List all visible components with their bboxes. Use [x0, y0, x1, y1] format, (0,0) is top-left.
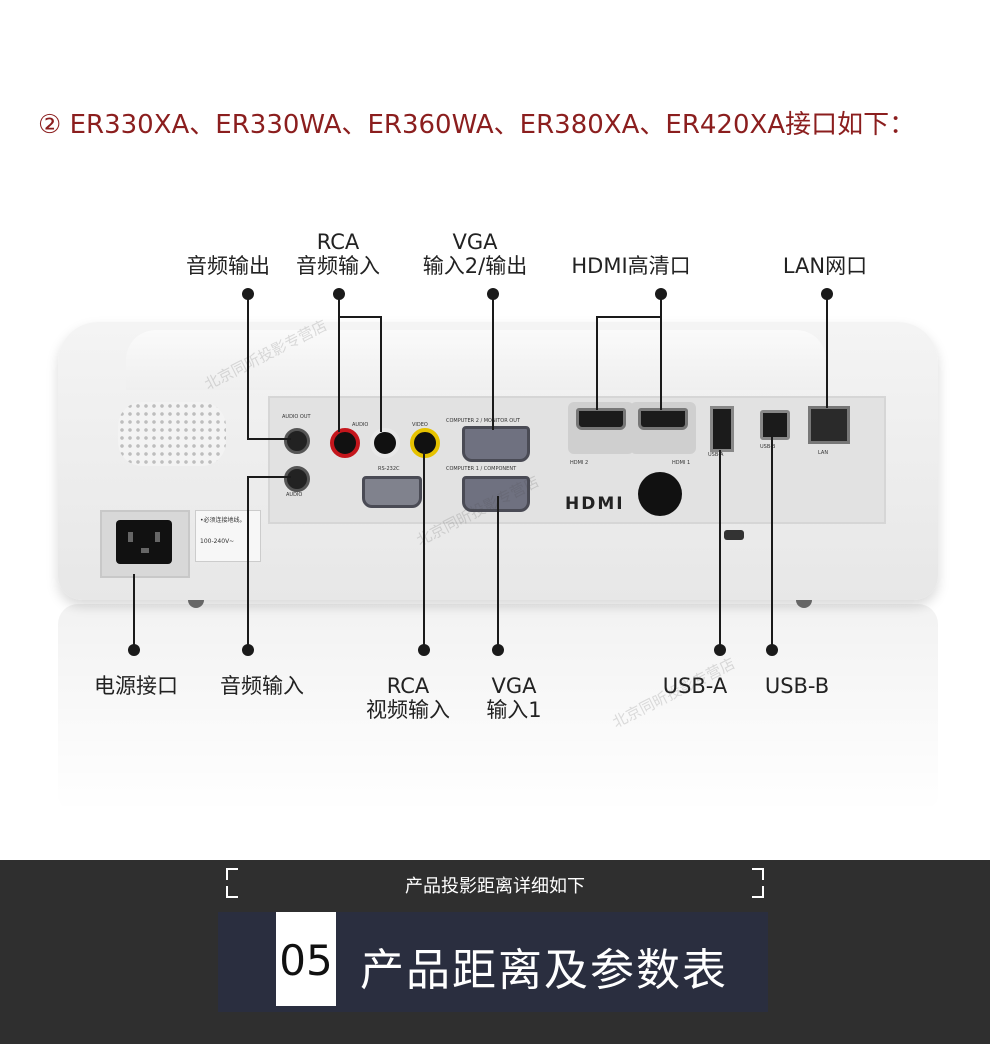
callout-line-usb-b-v [771, 436, 773, 648]
vga-in-port-text: COMPUTER 1 / COMPONENT [446, 466, 517, 472]
callout-line-audio-out-h [247, 438, 291, 440]
label-power-text: 电源接口 [94, 674, 178, 698]
vga-out-port-text: COMPUTER 2 / MONITOR OUT [446, 418, 520, 424]
callout-line-audio-in-h [247, 476, 291, 478]
section-number: 05 [279, 936, 333, 985]
power-pin-right [155, 532, 160, 542]
usb-b-port-text: USB-B [760, 444, 776, 450]
callout-line-audio-in-v [247, 476, 249, 648]
label-audio-in: 音频输入 [212, 674, 312, 698]
label-rca-audio-line2: 音频输入 [296, 254, 380, 278]
hdmi-logo: HDMI [565, 494, 625, 514]
power-sticker: •必须连接地线。 100-240V~ [195, 510, 261, 562]
power-pin-left [128, 532, 133, 542]
projector-foot-right [796, 600, 812, 608]
hdmi2-port[interactable] [576, 408, 626, 430]
rs232-port[interactable] [362, 476, 422, 508]
rca-audio-port-text: AUDIO [352, 422, 369, 428]
label-power: 电源接口 [86, 674, 186, 698]
callout-line-vga-in-v [497, 496, 499, 648]
usb-b-port[interactable] [760, 410, 790, 440]
rca-audio-white-jack[interactable] [370, 428, 400, 458]
vga-in-port[interactable] [462, 476, 530, 512]
audio-in-jack[interactable] [284, 466, 310, 492]
callout-line-power-v [133, 574, 135, 648]
rca-audio-red-jack[interactable] [330, 428, 360, 458]
callout-line-rca-video-v [423, 450, 425, 648]
label-vga-in1: VGA 输入1 [466, 674, 562, 722]
label-rca-video-in: RCA 视频输入 [358, 674, 458, 722]
label-vga-out-line1: VGA [452, 230, 498, 254]
label-audio-out: 音频输出 [178, 254, 278, 278]
label-audio-in-text: 音频输入 [220, 674, 304, 698]
callout-line-hdmi-v2 [596, 316, 598, 410]
lan-port-text: LAN [818, 450, 829, 456]
hdmi1-port[interactable] [638, 408, 688, 430]
label-usb-a: USB-A [650, 674, 740, 698]
hdmi2-port-text: HDMI 2 [570, 460, 589, 466]
callout-line-rca-audio-v2 [380, 316, 382, 432]
audio-out-jack[interactable] [284, 428, 310, 454]
label-rca-audio-in: RCA 音频输入 [288, 230, 388, 278]
callout-line-usb-a-v [719, 450, 721, 648]
callout-line-hdmi-v [660, 294, 662, 410]
rca-video-yellow-jack[interactable] [410, 428, 440, 458]
bracket-top-left [226, 868, 238, 880]
callout-dot-audio-in [242, 644, 254, 656]
power-inlet [116, 520, 172, 564]
power-sticker-line2: 100-240V~ [200, 538, 235, 545]
label-lan: LAN网口 [770, 254, 880, 278]
projector-top-panel [126, 330, 826, 390]
label-vga-out-line2: 输入2/输出 [422, 254, 528, 278]
label-lan-text: LAN网口 [782, 254, 868, 278]
label-usb-b: USB-B [752, 674, 842, 698]
callout-line-lan-v [826, 294, 828, 408]
rs232-port-text: RS-232C [378, 466, 400, 472]
label-usb-a-text: USB-A [662, 674, 728, 698]
label-hdmi-text: HDMI高清口 [571, 254, 691, 278]
banner-subtitle: 产品投影距离详细如下 [405, 876, 585, 897]
label-rca-video-line1: RCA [386, 674, 430, 698]
callout-dot-usb-a [714, 644, 726, 656]
lan-port[interactable] [808, 406, 850, 444]
callout-line-rca-audio-h [338, 316, 382, 318]
callout-dot-power [128, 644, 140, 656]
audio-in-port-text: AUDIO [286, 492, 303, 498]
label-rca-video-line2: 视频输入 [366, 698, 450, 722]
callout-line-rca-audio-v [338, 294, 340, 432]
usb-a-port-text: USB-A [708, 452, 724, 458]
section-heading: ② ER330XA、ER330WA、ER360WA、ER380XA、ER420X… [38, 110, 916, 140]
power-pin-ground [141, 548, 149, 553]
bracket-bottom-right [752, 886, 764, 898]
usb-a-port[interactable] [710, 406, 734, 452]
projector-foot-left [188, 600, 204, 608]
security-slot [724, 530, 744, 540]
callout-line-audio-out-v [247, 294, 249, 440]
bracket-bottom-left [226, 886, 238, 898]
label-hdmi: HDMI高清口 [558, 254, 704, 278]
label-usb-b-text: USB-B [764, 674, 830, 698]
rca-video-port-text: VIDEO [412, 422, 428, 428]
label-vga-in2-out: VGA 输入2/输出 [410, 230, 540, 278]
section-number-box [276, 912, 336, 1006]
speaker-grille [118, 402, 226, 466]
power-sticker-line1: •必须连接地线。 [200, 517, 246, 524]
label-audio-out-text: 音频输出 [186, 254, 270, 278]
ir-sensor [638, 472, 682, 516]
callout-dot-usb-b [766, 644, 778, 656]
callout-line-vga-out-v [492, 294, 494, 430]
callout-dot-vga-in [492, 644, 504, 656]
audio-out-port-text: AUDIO OUT [282, 414, 311, 420]
section-title: 产品距离及参数表 [360, 945, 728, 996]
label-rca-audio-line1: RCA [316, 230, 360, 254]
callout-dot-rca-video [418, 644, 430, 656]
hdmi1-port-text: HDMI 1 [672, 460, 691, 466]
label-vga-in-line1: VGA [491, 674, 537, 698]
label-vga-in-line2: 输入1 [486, 698, 542, 722]
bracket-top-right [752, 868, 764, 880]
vga-out-port[interactable] [462, 426, 530, 462]
callout-line-hdmi-h [596, 316, 662, 318]
